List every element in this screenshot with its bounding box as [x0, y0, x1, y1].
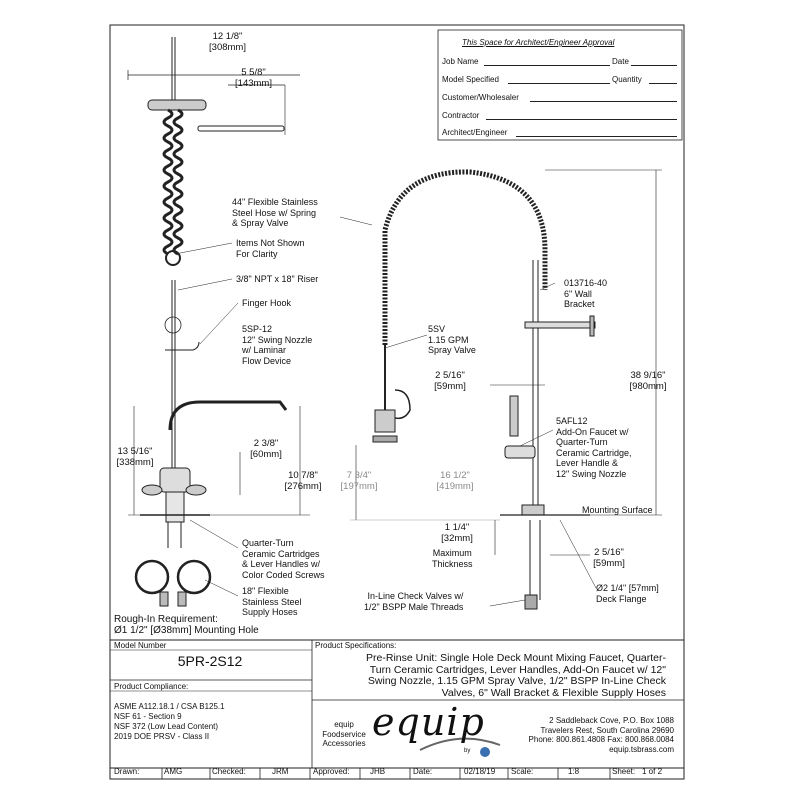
- compliance-label: Product Compliance:: [114, 682, 189, 691]
- date-field[interactable]: [631, 65, 677, 66]
- callout-riser: 3/8" NPT x 18" Riser: [236, 274, 319, 284]
- architect-field[interactable]: [516, 136, 677, 137]
- scale-label: Scale:: [511, 767, 534, 776]
- approval-box: [437, 29, 683, 141]
- model-specified-field[interactable]: [508, 83, 610, 84]
- job-name-field[interactable]: [484, 65, 610, 66]
- sheet-value: 1 of 2: [642, 767, 663, 776]
- quantity-label: Quantity: [612, 75, 642, 84]
- quantity-field[interactable]: [649, 83, 677, 84]
- date-title-label: Date:: [413, 767, 433, 776]
- checked-value: JRM: [272, 767, 289, 776]
- dim-2516-bottom: 2 5/16"[59mm]: [593, 547, 625, 569]
- compliance-list: ASME A112.18.1 / CSA B125.1 NSF 61 - Sec…: [114, 702, 225, 741]
- dim-arm: 5 5/8"[143mm]: [235, 67, 272, 89]
- dim-238: 2 3/8"[60mm]: [250, 438, 282, 460]
- scale-value: 1:8: [568, 767, 580, 776]
- callout-rough-in: Rough-In Requirement:Ø1 1/2" [Ø38mm] Mou…: [114, 614, 259, 636]
- drawn-value: AMG: [164, 767, 183, 776]
- left-elevation-view: [134, 280, 288, 607]
- callout-deck-flange: Ø2 1/4" [57mm]Deck Flange: [596, 583, 659, 604]
- logo-drop: [480, 747, 490, 757]
- approval-title: This Space for Architect/Engineer Approv…: [462, 38, 615, 47]
- brand-address: 2 Saddleback Cove, P.O. Box 1088 Travele…: [528, 716, 674, 754]
- brand-left-text: equip Foodservice Accessories: [322, 720, 366, 748]
- dim-top-width: 12 1/8"[308mm]: [209, 31, 246, 53]
- contractor-field[interactable]: [486, 119, 677, 120]
- dim-1612: 16 1/2"[419mm]: [436, 470, 474, 492]
- approved-value: JHB: [370, 767, 386, 776]
- approved-label: Approved:: [313, 767, 350, 776]
- callout-mounting-surface: Mounting Surface: [582, 505, 653, 515]
- dim-3898: 38 9/16"[980mm]: [629, 370, 667, 392]
- contractor-label: Contractor: [442, 111, 480, 120]
- specs-label: Product Specifications:: [315, 641, 397, 650]
- dim-height: 13 5/16"[338mm]: [116, 446, 154, 468]
- dim-1078: 10 7/8"[276mm]: [284, 470, 322, 492]
- date-label: Date: [612, 57, 629, 66]
- right-elevation-view: [372, 169, 596, 610]
- model-number: 5PR-2S12: [177, 653, 243, 669]
- logo-swoosh: [419, 737, 501, 751]
- customer-label: Customer/Wholesaler: [442, 93, 519, 102]
- model-specified-label: Model Specified: [442, 75, 499, 84]
- customer-field[interactable]: [530, 101, 677, 102]
- callout-check-valves: In-Line Check Valves w/1/2" BSPP Male Th…: [364, 591, 464, 612]
- left-top-view: [127, 37, 300, 266]
- dim-2516-top: 2 5/16"[59mm]: [434, 370, 466, 392]
- date-title-value: 02/18/19: [464, 767, 496, 776]
- dim-114: 1 1/4"[32mm]: [441, 522, 473, 544]
- checked-label: Checked:: [212, 767, 246, 776]
- job-name-label: Job Name: [442, 57, 479, 66]
- architect-label: Architect/Engineer: [442, 128, 508, 137]
- equip-logo: equip: [372, 700, 485, 744]
- dim-734: 7 3/4"[197mm]: [340, 470, 378, 492]
- sheet-label: Sheet:: [612, 767, 636, 776]
- drawn-label: Drawn:: [114, 767, 140, 776]
- logo-by: by: [464, 748, 471, 754]
- model-number-label: Model Number: [114, 641, 167, 650]
- callout-finger-hook: Finger Hook: [242, 298, 292, 308]
- specs-text: Pre-Rinse Unit: Single Hole Deck Mount M…: [366, 652, 666, 699]
- sheet-border: [109, 24, 685, 780]
